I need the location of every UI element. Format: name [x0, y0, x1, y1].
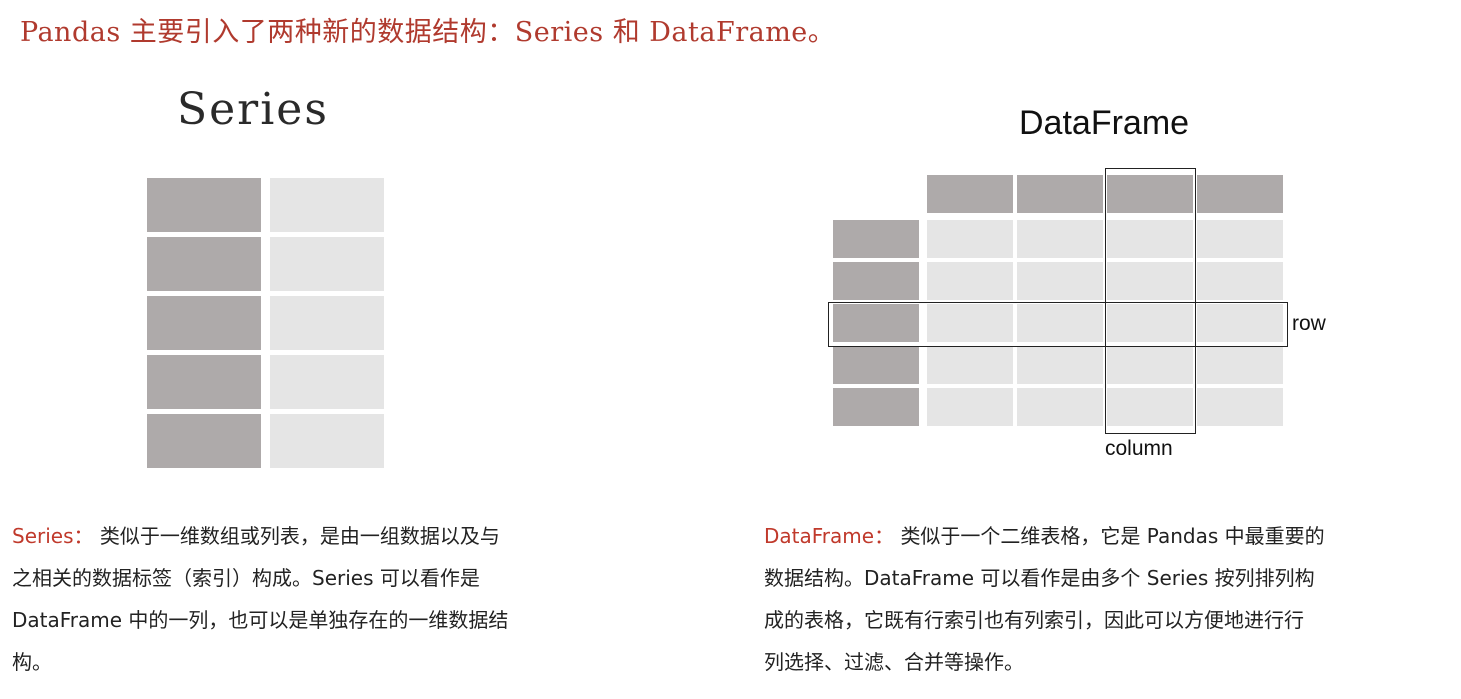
dataframe-value-cell: [1017, 388, 1103, 426]
series-description-text-1: 类似于一维数组或列表，是由一组数据以及与: [99, 524, 500, 548]
dataframe-description-line-4: 列选择、过滤、合并等操作。: [764, 650, 1024, 674]
series-description-line-1: Series： 类似于一维数组或列表，是由一组数据以及与: [12, 515, 508, 557]
row-label: row: [1292, 312, 1326, 335]
series-index-cell: [147, 355, 261, 409]
column-label: column: [1105, 437, 1173, 460]
dataframe-value-cell: [1107, 388, 1193, 426]
series-description-line-3: DataFrame 中的一列，也可以是单独存在的一维数据结: [12, 608, 509, 632]
series-index-cell: [147, 296, 261, 350]
dataframe-value-cell: [927, 304, 1013, 342]
series-description-line-4: 构。: [12, 650, 52, 674]
dataframe-column-header: [1107, 175, 1193, 213]
series-index-cell: [147, 414, 261, 468]
dataframe-description-text-1: 类似于一个二维表格，它是 Pandas 中最重要的: [900, 524, 1325, 548]
dataframe-value-cell: [1017, 262, 1103, 300]
dataframe-column-header: [1197, 175, 1283, 213]
dataframe-value-cell: [927, 220, 1013, 258]
dataframe-value-cell: [1107, 304, 1193, 342]
series-index-cell: [147, 178, 261, 232]
dataframe-value-cell: [1107, 220, 1193, 258]
dataframe-value-cell: [1017, 346, 1103, 384]
dataframe-value-cell: [1197, 388, 1283, 426]
dataframe-value-cell: [927, 262, 1013, 300]
dataframe-value-cell: [1197, 262, 1283, 300]
dataframe-value-cell: [1197, 346, 1283, 384]
dataframe-row-index: [833, 388, 919, 426]
column-highlight: [1105, 168, 1196, 434]
dataframe-title: DataFrame: [1019, 104, 1190, 142]
series-term: Series：: [12, 524, 94, 548]
dataframe-row-index: [833, 346, 919, 384]
series-value-cell: [270, 296, 384, 350]
dataframe-value-cell: [1107, 346, 1193, 384]
series-description: Series： 类似于一维数组或列表，是由一组数据以及与 之相关的数据标签（索引…: [12, 515, 508, 683]
dataframe-row-index: [833, 262, 919, 300]
page-headline: Pandas 主要引入了两种新的数据结构：Series 和 DataFrame。: [20, 17, 836, 48]
dataframe-row-index: [833, 220, 919, 258]
dataframe-value-cell: [1017, 304, 1103, 342]
dataframe-value-cell: [1197, 220, 1283, 258]
dataframe-column-header: [1017, 175, 1103, 213]
dataframe-value-cell: [1197, 304, 1283, 342]
dataframe-description-line-2: 数据结构。DataFrame 可以看作是由多个 Series 按列排列构: [764, 566, 1315, 590]
dataframe-column-header: [927, 175, 1013, 213]
series-value-cell: [270, 414, 384, 468]
dataframe-row-index: [833, 304, 919, 342]
series-description-line-2: 之相关的数据标签（索引）构成。Series 可以看作是: [12, 566, 480, 590]
dataframe-description: DataFrame： 类似于一个二维表格，它是 Pandas 中最重要的 数据结…: [764, 515, 1325, 683]
dataframe-value-cell: [927, 346, 1013, 384]
series-value-cell: [270, 355, 384, 409]
series-title: Series: [177, 84, 329, 135]
series-index-cell: [147, 237, 261, 291]
dataframe-value-cell: [1017, 220, 1103, 258]
series-value-cell: [270, 237, 384, 291]
dataframe-description-line-1: DataFrame： 类似于一个二维表格，它是 Pandas 中最重要的: [764, 515, 1325, 557]
row-highlight: [828, 302, 1288, 347]
dataframe-value-cell: [1107, 262, 1193, 300]
dataframe-value-cell: [927, 388, 1013, 426]
dataframe-description-line-3: 成的表格，它既有行索引也有列索引，因此可以方便地进行行: [764, 608, 1304, 632]
dataframe-term: DataFrame：: [764, 524, 895, 548]
series-value-cell: [270, 178, 384, 232]
